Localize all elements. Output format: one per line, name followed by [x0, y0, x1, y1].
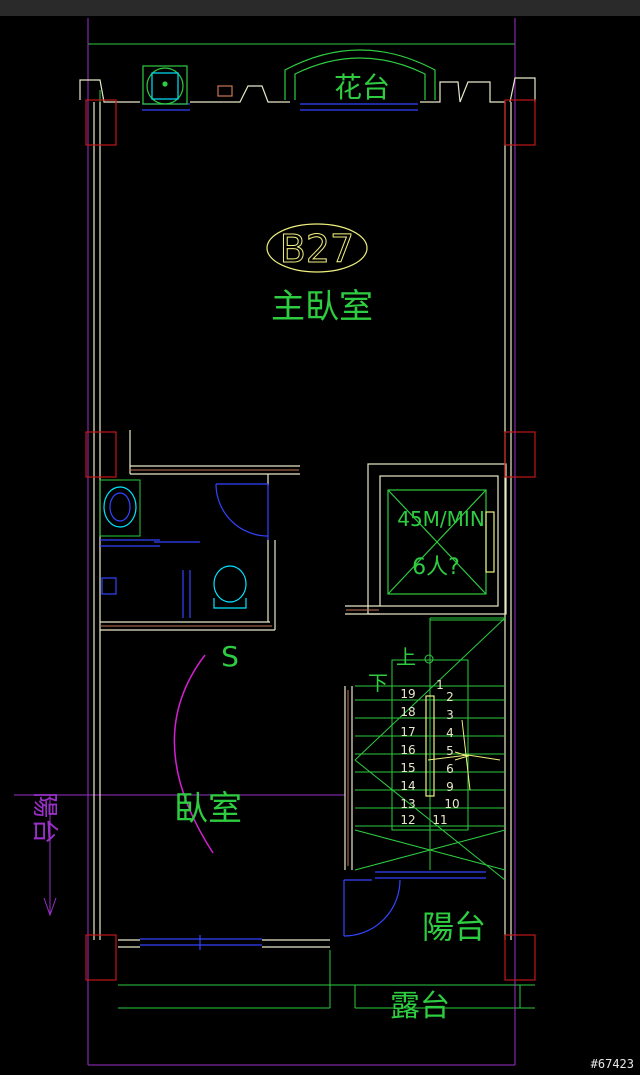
- stairs-up-label: 上: [396, 645, 416, 669]
- stair-step-number: 1: [436, 678, 444, 692]
- bedroom-label: 臥室: [174, 789, 242, 829]
- stair-step-number: 6: [446, 762, 454, 776]
- elevator-speed: 45M/MIN: [397, 507, 485, 531]
- stair-step-number: 17: [400, 725, 415, 739]
- section-lines: [14, 18, 516, 1066]
- windows: [100, 103, 486, 950]
- stair-start-marker: [424, 654, 434, 664]
- stair-step-number: 15: [400, 761, 415, 775]
- stair-step-number: 4: [446, 726, 454, 740]
- fixture-small: [217, 85, 233, 97]
- stair-step-number: 12: [400, 813, 415, 827]
- washbasin-counter: [99, 479, 141, 537]
- door-swing-arc: [173, 654, 214, 854]
- stair-step-number: 10: [444, 797, 459, 811]
- stair-treads: [355, 699, 505, 827]
- planter-label: 花台: [334, 71, 390, 104]
- elevator-capacity: 6人?: [412, 555, 460, 580]
- balcony-side-label: 陽台: [29, 792, 59, 844]
- stair-step-number: 2: [446, 690, 454, 704]
- terrace-label: 露台: [390, 989, 450, 1024]
- room-code: B27: [280, 227, 354, 271]
- stairs-down-label: 下: [368, 671, 388, 695]
- stair-step-number: 18: [400, 705, 415, 719]
- planter: [284, 49, 436, 100]
- door-tag: S: [221, 640, 239, 673]
- top-bar: [0, 0, 640, 16]
- stair-guides: [354, 617, 506, 881]
- hatched-walls: [101, 469, 379, 866]
- watermark: #67423: [590, 1057, 634, 1071]
- stair-step-number: 14: [400, 779, 415, 793]
- balcony-label: 陽台: [422, 908, 486, 946]
- bathroom-fixtures: [101, 486, 247, 609]
- room-code-ellipse: [266, 223, 368, 273]
- master-bedroom-label: 主臥室: [271, 287, 373, 327]
- stair-handrail: [425, 695, 435, 797]
- stair-step-number: 11: [432, 813, 447, 827]
- stair-step-number: 19: [400, 687, 415, 701]
- fixture-top-left: [142, 65, 188, 105]
- stair-numbers: 19 18 17 16 15 14 13 12 12 3 4 5 6 9 10 11: [400, 678, 459, 827]
- stair-step-number: 5: [446, 744, 454, 758]
- stair-step-number: 3: [446, 708, 454, 722]
- stair-step-number: 13: [400, 797, 415, 811]
- columns: [85, 99, 536, 981]
- stair-step-number: 16: [400, 743, 415, 757]
- elevator-shaft: [387, 489, 495, 595]
- stair-step-number: 9: [446, 780, 454, 794]
- stair-arrow: [427, 719, 501, 791]
